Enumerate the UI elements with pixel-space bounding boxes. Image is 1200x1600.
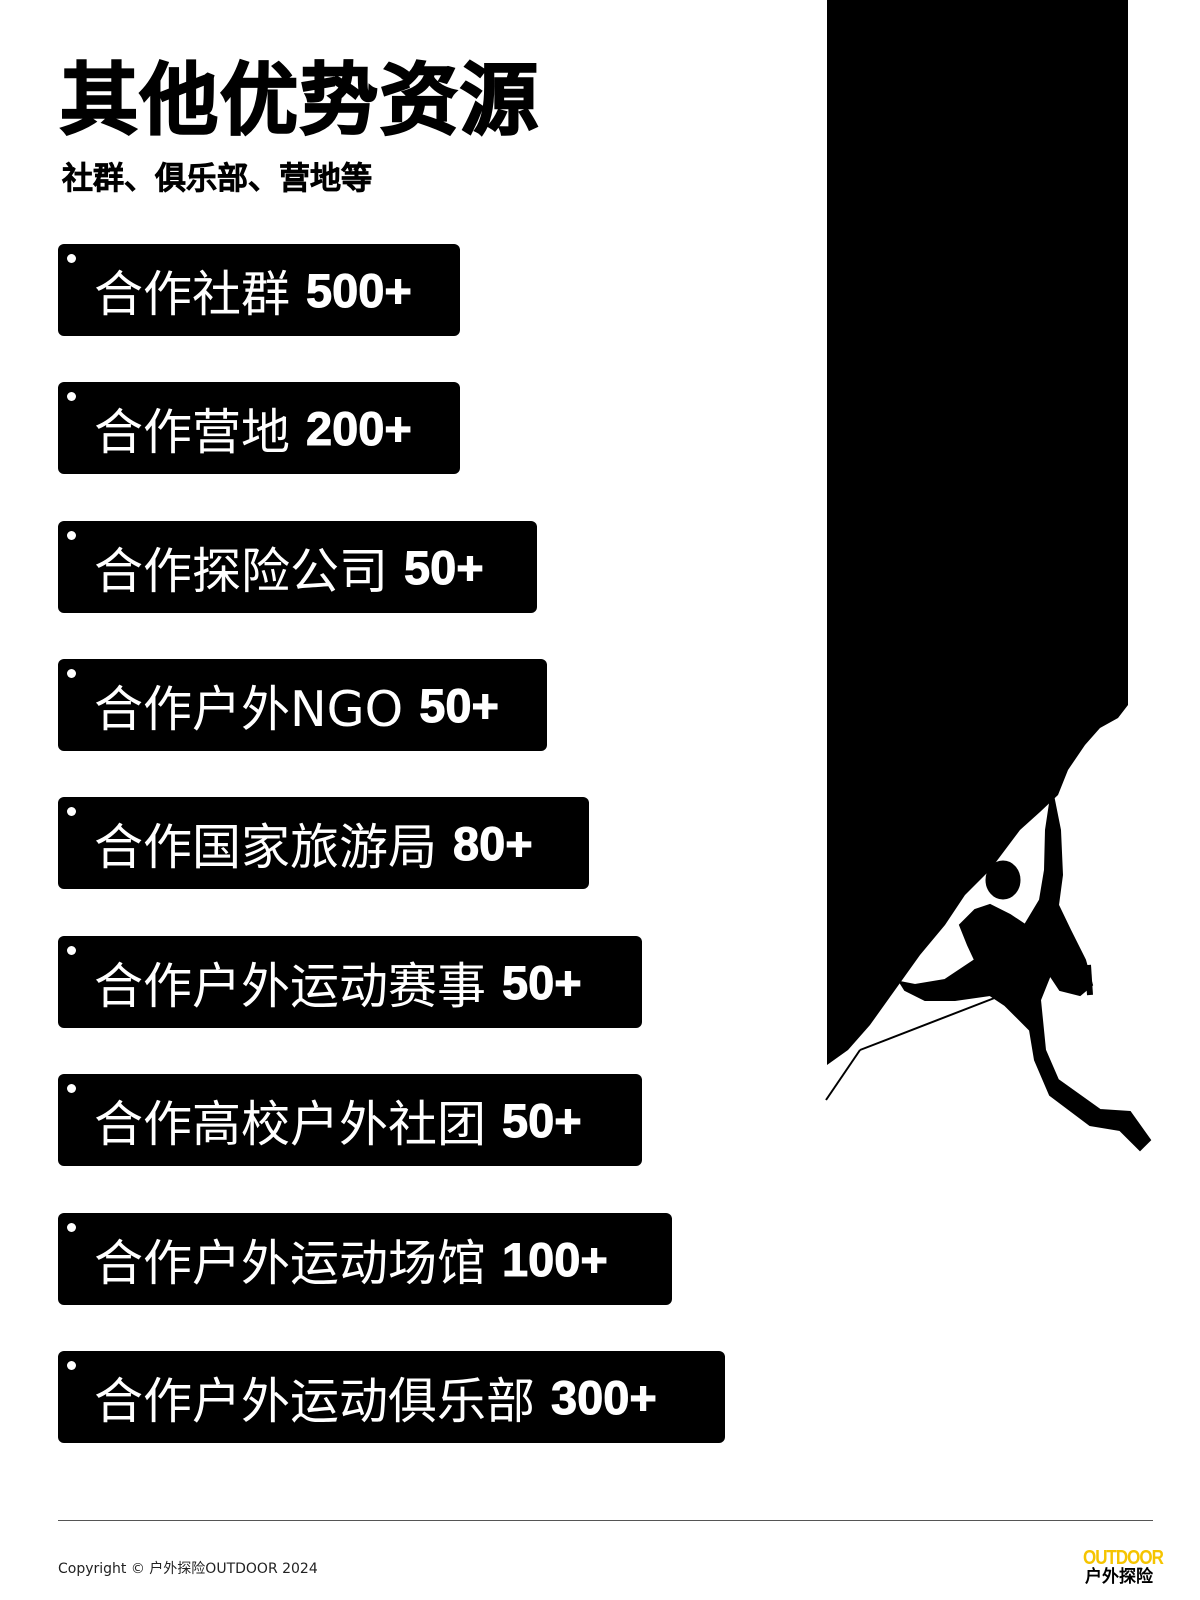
page-title: 其他优势资源 — [59, 56, 541, 146]
resource-tag: 合作户外运动场馆 100+ — [58, 1213, 672, 1305]
tag-hole-icon — [67, 1361, 76, 1370]
page-subtitle: 社群、俱乐部、营地等 — [62, 161, 373, 197]
logo-text-en: OUTDOOR — [1083, 1546, 1164, 1569]
tag-count: 300+ — [551, 1370, 658, 1424]
tag-count: 50+ — [502, 955, 583, 1009]
resource-tag: 合作营地 200+ — [58, 382, 460, 474]
tag-hole-icon — [67, 392, 76, 401]
tag-label: 合作营地 — [94, 403, 291, 461]
tag-label: 合作社群 — [94, 265, 291, 323]
tag-hole-icon — [67, 1223, 76, 1232]
tag-count: 50+ — [404, 540, 485, 594]
logo-text-cn: 户外探险 — [1085, 1567, 1153, 1587]
tag-label: 合作高校户外社团 — [94, 1095, 487, 1153]
tag-count: 200+ — [306, 401, 413, 455]
tag-label: 合作户外NGO — [94, 680, 404, 738]
copyright-text: Copyright © 户外探险OUTDOOR 2024 — [58, 1561, 318, 1577]
resource-tag: 合作高校户外社团 50+ — [58, 1074, 642, 1166]
tag-label: 合作户外运动赛事 — [94, 957, 487, 1015]
tag-hole-icon — [67, 669, 76, 678]
cliff-silhouette — [827, 0, 1128, 1065]
tag-label: 合作户外运动场馆 — [94, 1234, 487, 1292]
climber-icon — [825, 789, 1152, 1152]
tag-count: 500+ — [306, 263, 413, 317]
tag-count: 50+ — [419, 678, 500, 732]
brand-logo: OUTDOOR 户外探险 — [1083, 1546, 1164, 1587]
tag-count: 50+ — [502, 1093, 583, 1147]
tag-label: 合作探险公司 — [94, 542, 389, 600]
resource-tag: 合作探险公司 50+ — [58, 521, 537, 613]
resource-tag: 合作国家旅游局 80+ — [58, 797, 589, 889]
tag-hole-icon — [67, 807, 76, 816]
tag-label: 合作户外运动俱乐部 — [94, 1372, 536, 1430]
tag-hole-icon — [67, 1084, 76, 1093]
tag-hole-icon — [67, 531, 76, 540]
resource-tag: 合作户外NGO 50+ — [58, 659, 547, 751]
resource-tag: 合作户外运动俱乐部 300+ — [58, 1351, 725, 1443]
tag-count: 80+ — [453, 816, 534, 870]
tag-count: 100+ — [502, 1232, 609, 1286]
resource-tag: 合作社群 500+ — [58, 244, 460, 336]
tag-label: 合作国家旅游局 — [94, 818, 438, 876]
climber-cliff-illustration — [825, 0, 1152, 1152]
resource-tag: 合作户外运动赛事 50+ — [58, 936, 642, 1028]
tag-hole-icon — [67, 946, 76, 955]
tag-hole-icon — [67, 254, 76, 263]
footer-divider — [58, 1520, 1153, 1521]
